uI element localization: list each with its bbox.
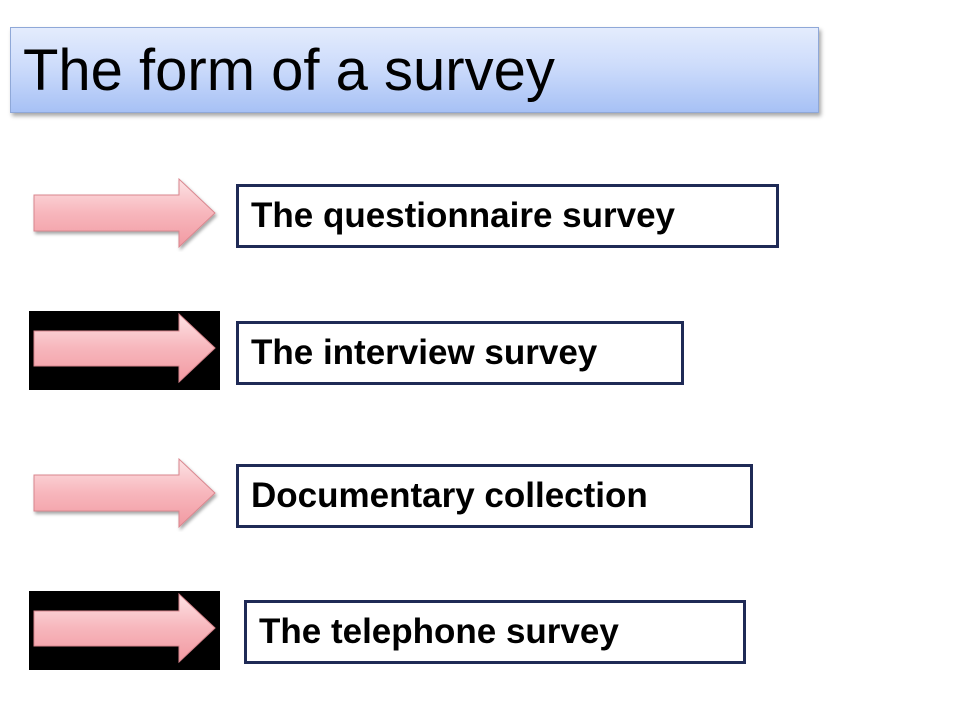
survey-form-item-2: The interview survey	[236, 321, 684, 385]
survey-form-item-4: The telephone survey	[244, 600, 746, 664]
arrow-4	[29, 591, 220, 670]
right-arrow-icon	[33, 592, 216, 664]
survey-form-item-1: The questionnaire survey	[236, 184, 779, 248]
arrow-2	[29, 311, 220, 390]
arrow-1	[29, 173, 220, 252]
right-arrow-icon	[33, 457, 216, 529]
slide-title-box: The form of a survey	[10, 27, 819, 113]
right-arrow-icon	[33, 177, 216, 249]
slide-title: The form of a survey	[23, 38, 555, 103]
survey-form-label: Documentary collection	[251, 476, 648, 515]
arrow-3	[29, 453, 220, 532]
survey-form-label: The questionnaire survey	[251, 196, 676, 235]
survey-form-label: The telephone survey	[259, 612, 619, 651]
survey-form-item-3: Documentary collection	[236, 464, 753, 528]
right-arrow-icon	[33, 312, 216, 384]
survey-form-label: The interview survey	[251, 333, 598, 372]
